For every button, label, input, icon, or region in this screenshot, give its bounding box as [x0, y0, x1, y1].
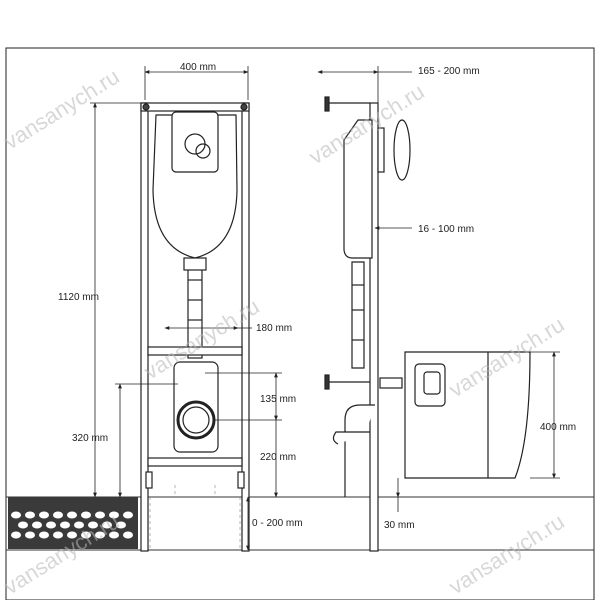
label-bolt-spacing: 180 mm — [256, 323, 292, 334]
label-wall-distance: 165 - 200 mm — [418, 66, 480, 77]
label-drain-height: 220 mm — [260, 452, 296, 463]
watermark-1: vansanych.ru — [0, 64, 124, 155]
label-gap: 30 mm — [384, 520, 415, 531]
label-bowl-height: 400 mm — [540, 422, 576, 433]
insulation-holes — [11, 511, 133, 539]
watermark-6: vansanych.ru — [444, 509, 568, 600]
insulation-block — [8, 497, 138, 549]
dimension-lines — [90, 66, 560, 551]
label-frame-height: 1120 mm — [58, 292, 99, 303]
label-floor-build: 0 - 200 mm — [252, 518, 303, 529]
label-frame-offset: 16 - 100 mm — [418, 224, 474, 235]
label-frame-width: 400 mm — [180, 62, 216, 73]
side-view — [324, 96, 531, 552]
floor-section — [6, 485, 594, 551]
label-bolt-height: 320 mm — [72, 433, 108, 444]
label-pipe-to-drain: 135 mm — [260, 394, 296, 405]
border-frame — [5, 47, 595, 600]
front-frame — [140, 102, 250, 552]
